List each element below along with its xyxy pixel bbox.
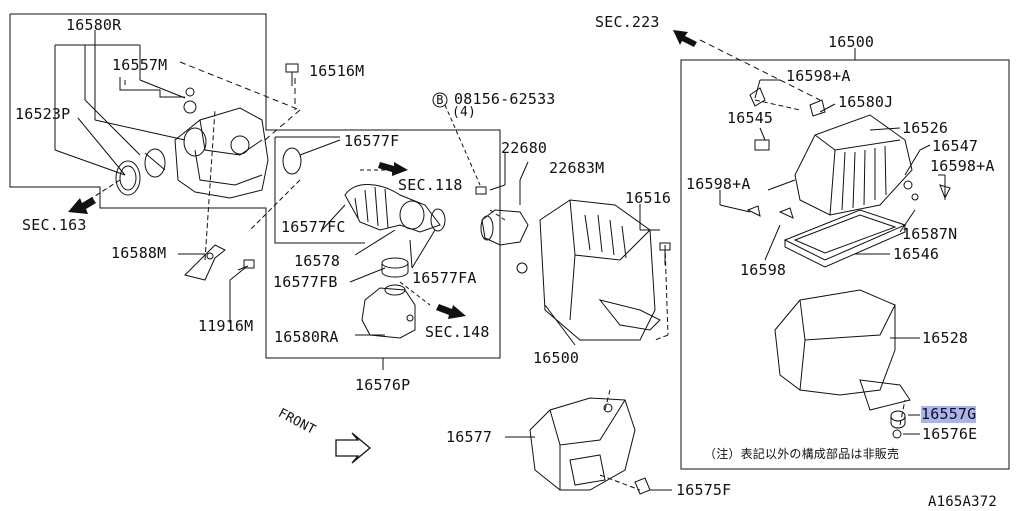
part-label-16500-main[interactable]: 16500 xyxy=(533,349,580,367)
part-label-bolt-code[interactable]: 08156-62533 xyxy=(454,90,556,108)
part-label-16523P[interactable]: 16523P xyxy=(15,105,71,123)
part-label-16576E[interactable]: 16576E xyxy=(922,425,978,443)
part-label-16516M[interactable]: 16516M xyxy=(309,62,365,80)
part-label-16598[interactable]: 16598 xyxy=(740,261,787,279)
part-label-16577F[interactable]: 16577F xyxy=(344,132,400,150)
sec-ref-148[interactable]: SEC.148 xyxy=(425,323,490,341)
part-label-16587N[interactable]: 16587N xyxy=(902,225,958,243)
part-label-16547[interactable]: 16547 xyxy=(932,137,979,155)
part-label-16577FC[interactable]: 16577FC xyxy=(281,218,346,236)
part-label-16500-assembly[interactable]: 16500 xyxy=(828,33,875,51)
bolt-marker: B xyxy=(436,93,444,107)
part-label-16577[interactable]: 16577 xyxy=(446,428,493,446)
bolt-quantity: (4) xyxy=(452,105,477,120)
sec-ref-163[interactable]: SEC.163 xyxy=(22,216,87,234)
part-label-16557G-highlighted[interactable]: 16557G xyxy=(921,405,977,423)
sec-ref-118[interactable]: SEC.118 xyxy=(398,176,463,194)
part-label-16577FA[interactable]: 16577FA xyxy=(412,269,477,287)
diagram-id: A165A372 xyxy=(928,494,998,510)
part-label-16578[interactable]: 16578 xyxy=(294,252,341,270)
sec-ref-223[interactable]: SEC.223 xyxy=(595,13,660,31)
part-label-16598A-left[interactable]: 16598+A xyxy=(686,175,751,193)
part-label-16580R[interactable]: 16580R xyxy=(66,16,122,34)
part-label-16580J[interactable]: 16580J xyxy=(838,93,894,111)
part-label-16577FB[interactable]: 16577FB xyxy=(273,273,338,291)
not-sold-note: （注）表記以外の構成部品は非販売 xyxy=(704,447,900,461)
part-label-16526[interactable]: 16526 xyxy=(902,119,949,137)
part-label-16588M[interactable]: 16588M xyxy=(111,244,167,262)
part-label-11916M[interactable]: 11916M xyxy=(198,317,254,335)
part-label-16546[interactable]: 16546 xyxy=(893,245,940,263)
part-label-16557M[interactable]: 16557M xyxy=(112,56,168,74)
part-label-16516[interactable]: 16516 xyxy=(625,189,672,207)
part-label-16598A-top[interactable]: 16598+A xyxy=(786,67,851,85)
part-label-16576P[interactable]: 16576P xyxy=(355,376,411,394)
part-label-22680[interactable]: 22680 xyxy=(501,139,548,157)
part-label-22683M[interactable]: 22683M xyxy=(549,159,605,177)
part-label-16575F[interactable]: 16575F xyxy=(676,481,732,499)
part-label-16598A-right[interactable]: 16598+A xyxy=(930,157,995,175)
part-label-16580RA[interactable]: 16580RA xyxy=(274,328,339,346)
part-label-16528[interactable]: 16528 xyxy=(922,329,969,347)
part-label-16545[interactable]: 16545 xyxy=(727,109,774,127)
